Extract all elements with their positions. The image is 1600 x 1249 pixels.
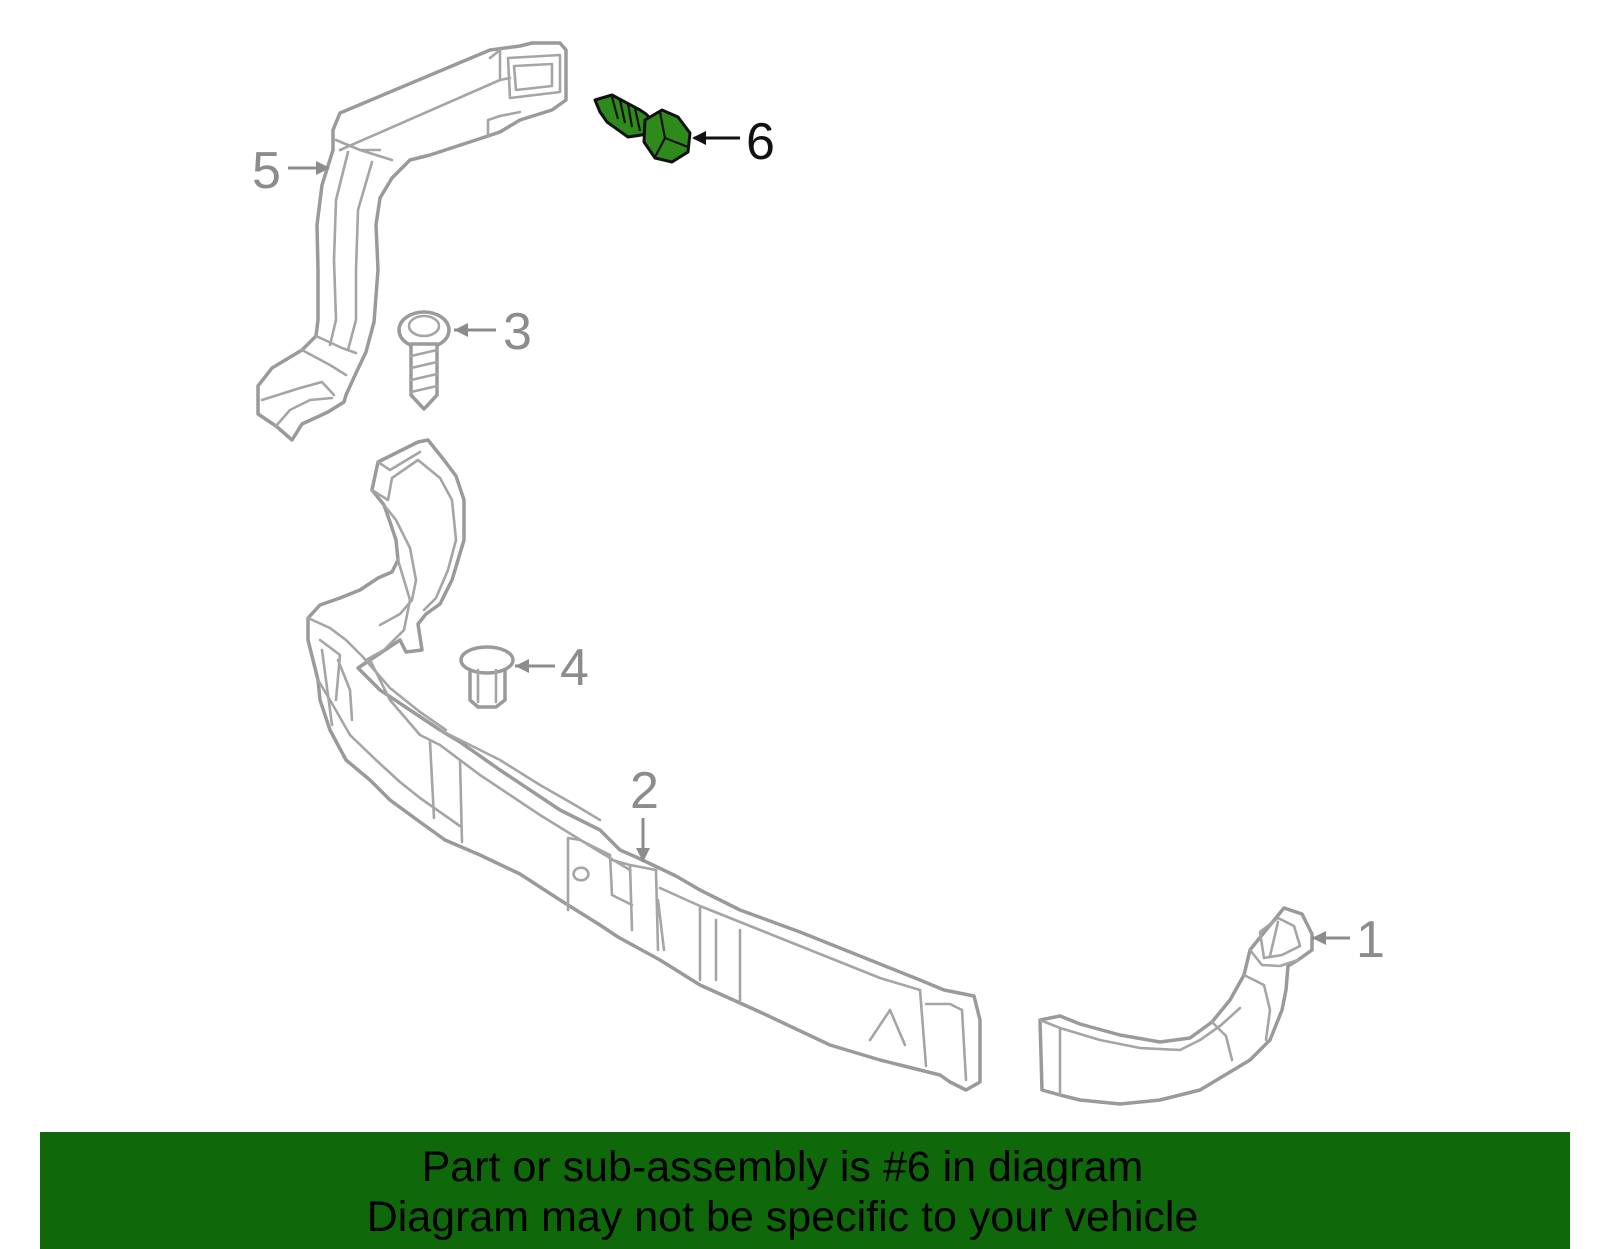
part-2-main-air-duct[interactable] — [306, 438, 982, 1092]
part-6-bolt[interactable] — [593, 93, 692, 164]
callout-5: 5 — [252, 142, 330, 200]
banner-line-disclaimer: Diagram may not be specific to your vehi… — [366, 1193, 1199, 1241]
callout-2: 2 — [630, 762, 659, 862]
part-3-screw[interactable] — [397, 310, 451, 411]
callout-3: 3 — [454, 303, 532, 361]
callout-6-number: 6 — [746, 113, 775, 171]
info-banner: Part or sub-assembly is #6 in diagram Di… — [40, 1132, 1570, 1249]
callout-6: 6 — [692, 113, 775, 171]
callout-2-number: 2 — [630, 762, 659, 820]
callout-3-number: 3 — [503, 303, 532, 361]
callout-4: 4 — [515, 639, 589, 697]
callout-1: 1 — [1312, 911, 1385, 969]
part-1-side-duct[interactable] — [1038, 906, 1314, 1106]
banner-line-part: Part or sub-assembly is #6 in diagram — [421, 1143, 1144, 1191]
callout-1-number: 1 — [1356, 911, 1385, 969]
part-5-upper-air-duct[interactable] — [256, 41, 568, 442]
callout-5-number: 5 — [252, 142, 281, 200]
part-4-clip[interactable] — [459, 645, 515, 709]
parts-diagram: 1 2 3 4 5 6 — [252, 41, 1385, 1106]
callout-4-number: 4 — [560, 639, 589, 697]
